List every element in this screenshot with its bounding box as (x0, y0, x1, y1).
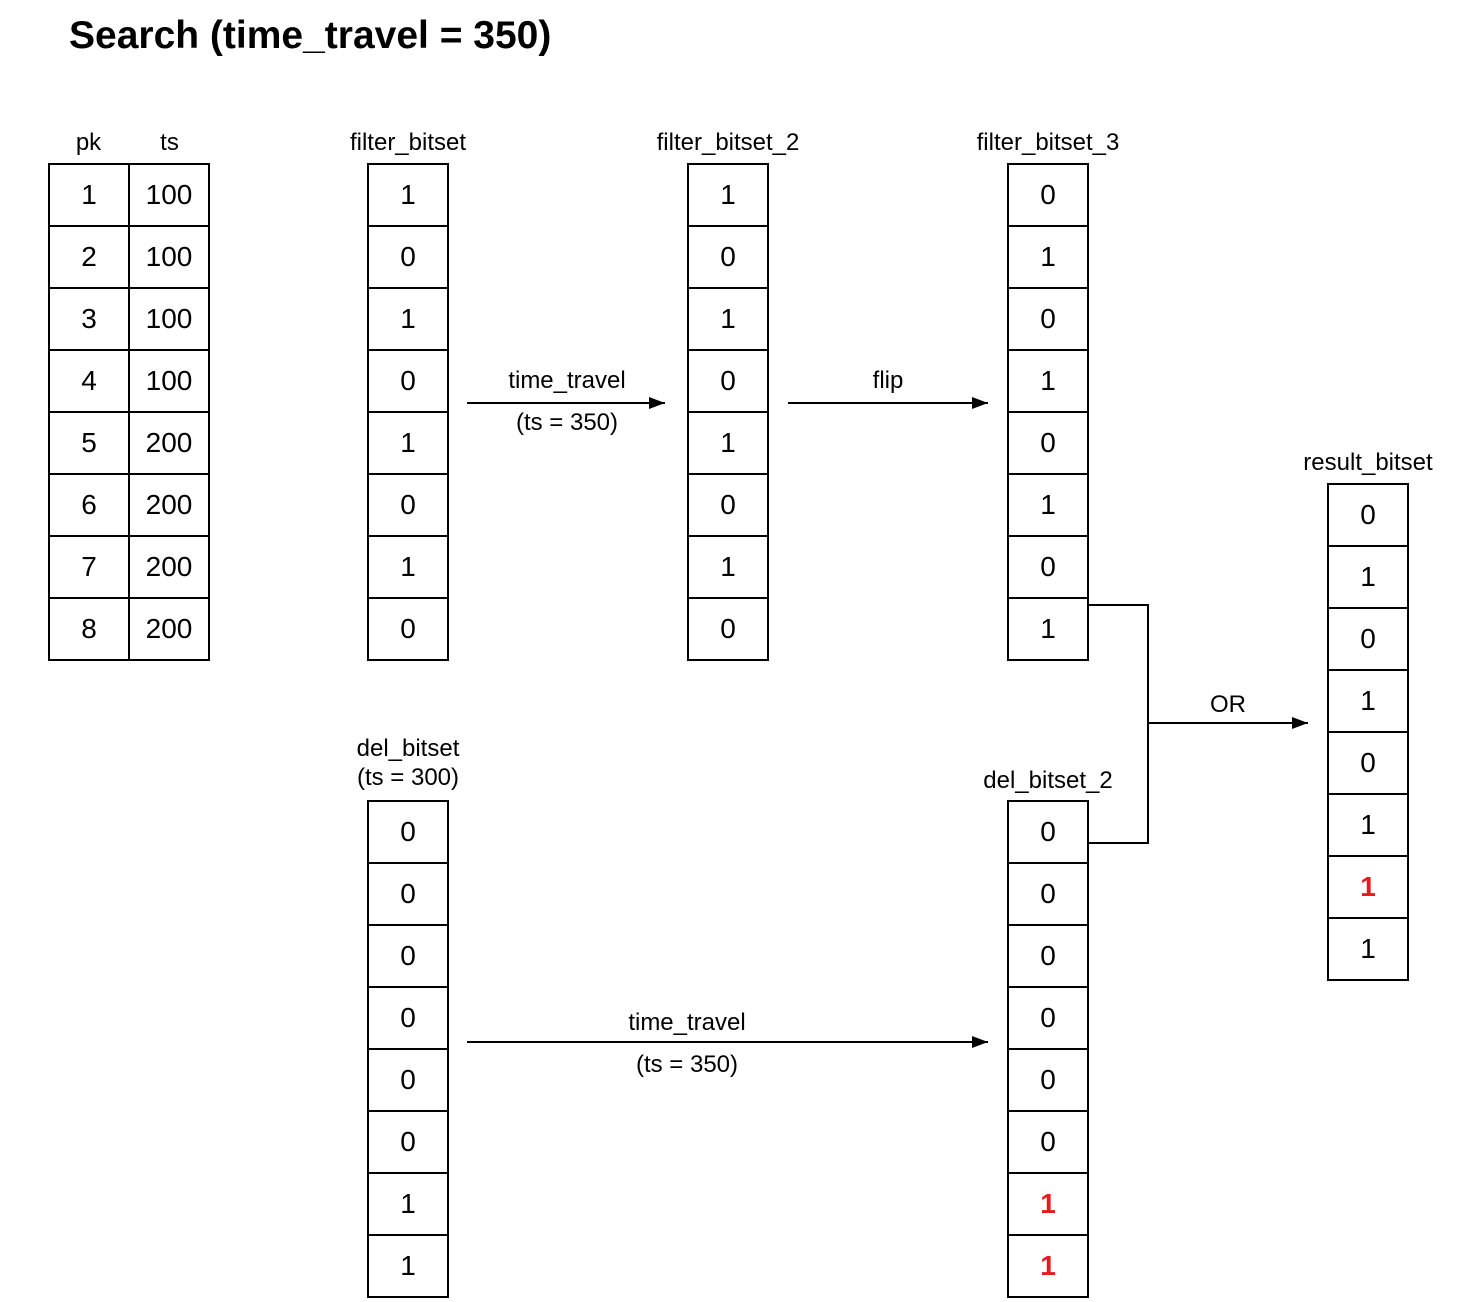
filter-bitset-2-label: filter_bitset_2 (656, 129, 800, 156)
table-cell: 5 (81, 427, 97, 458)
flip-arrow-label: flip (872, 367, 904, 394)
bitset-cell: 0 (1009, 1110, 1087, 1172)
bitset-cell: 0 (689, 349, 767, 411)
result-bitset-label: result_bitset (1303, 449, 1433, 476)
bitset-cell: 1 (400, 179, 416, 210)
bitset-cell: 0 (689, 597, 767, 659)
table-cell: 1 (81, 179, 97, 210)
table-row: 6 200 (50, 473, 208, 535)
del-bitset-2-column: 0 0 0 0 0 0 1 1 (1007, 800, 1089, 1298)
table-cell: 100 (128, 289, 208, 349)
table-cell: 4 (81, 365, 97, 396)
filter-bitset-2-column: 1 0 1 0 1 0 1 0 (687, 163, 769, 661)
table-row: 2 100 (50, 225, 208, 287)
bitset-cell: 0 (1360, 499, 1376, 530)
page-title: Search (time_travel = 350) (69, 14, 552, 57)
table-cell: 200 (128, 475, 208, 535)
ts-column-header: ts (160, 129, 179, 156)
pk-column-header: pk (75, 129, 102, 156)
bitset-cell: 0 (400, 816, 416, 847)
time-travel-arrow-sublabel-bottom: (ts = 350) (635, 1051, 739, 1078)
del-bitset-label: del_bitset (ts = 300) (308, 734, 508, 792)
bitset-cell: 1 (1009, 225, 1087, 287)
bitset-cell: 1 (1009, 597, 1087, 659)
time-travel-arrow-label-bottom: time_travel (628, 1009, 746, 1036)
del-bitset-label-line2: (ts = 300) (356, 764, 460, 791)
table-cell: 6 (81, 489, 97, 520)
bitset-cell: 0 (1040, 816, 1056, 847)
bitset-cell: 1 (369, 1172, 447, 1234)
bitset-cell: 0 (1040, 179, 1056, 210)
bitset-cell: 0 (369, 1110, 447, 1172)
table-cell: 200 (128, 537, 208, 597)
bitset-cell: 1 (1009, 473, 1087, 535)
result-bitset-column: 0 1 0 1 0 1 1 1 (1327, 483, 1409, 981)
bitset-cell: 0 (689, 225, 767, 287)
bitset-cell: 0 (369, 349, 447, 411)
table-row: 4 100 (50, 349, 208, 411)
del-bitset-label-line1: del_bitset (356, 735, 460, 762)
bitset-cell: 1 (1329, 669, 1407, 731)
bitset-cell: 1 (1329, 855, 1407, 917)
bitset-cell: 0 (369, 986, 447, 1048)
bitset-cell: 0 (369, 862, 447, 924)
bitset-cell: 1 (689, 535, 767, 597)
del-bitset-column: 0 0 0 0 0 0 1 1 (367, 800, 449, 1298)
table-row: 8 200 (50, 597, 208, 659)
del-bitset-2-label: del_bitset_2 (983, 767, 1113, 794)
table-row: 7 200 (50, 535, 208, 597)
or-arrow-label: OR (1210, 691, 1246, 718)
bitset-cell: 0 (689, 473, 767, 535)
table-cell: 100 (128, 227, 208, 287)
table-cell: 3 (81, 303, 97, 334)
bitset-cell: 0 (1009, 411, 1087, 473)
bitset-cell: 1 (1009, 1234, 1087, 1296)
filter-bitset-3-label: filter_bitset_3 (976, 129, 1120, 156)
table-cell: 8 (81, 613, 97, 644)
bitset-cell: 0 (369, 597, 447, 659)
table-cell: 100 (128, 165, 208, 225)
records-table: 1 100 2 100 3 100 4 100 5 200 6 200 7 200 8 200 (48, 163, 210, 661)
bitset-cell: 1 (369, 287, 447, 349)
bitset-cell: 0 (1009, 535, 1087, 597)
bitset-cell: 1 (369, 411, 447, 473)
bitset-cell: 1 (1009, 1172, 1087, 1234)
bitset-cell: 0 (369, 924, 447, 986)
table-cell: 200 (128, 413, 208, 473)
bitset-cell: 1 (689, 411, 767, 473)
bitset-cell: 1 (1329, 917, 1407, 979)
time-travel-arrow-label: time_travel (508, 367, 626, 394)
filter-bitset-column: 1 0 1 0 1 0 1 0 (367, 163, 449, 661)
table-cell: 200 (128, 599, 208, 659)
bitset-cell: 1 (369, 535, 447, 597)
bitset-cell: 0 (369, 1048, 447, 1110)
table-row: 1 100 (50, 165, 208, 225)
table-cell: 100 (128, 351, 208, 411)
bitset-cell: 0 (1009, 986, 1087, 1048)
bitset-cell: 1 (689, 287, 767, 349)
bitset-cell: 1 (1329, 545, 1407, 607)
bitset-cell: 0 (1009, 924, 1087, 986)
bitset-cell: 0 (1009, 287, 1087, 349)
filter-bitset-3-column: 0 1 0 1 0 1 0 1 (1007, 163, 1089, 661)
table-row: 3 100 (50, 287, 208, 349)
bitset-cell: 0 (1329, 607, 1407, 669)
bitset-cell: 1 (720, 179, 736, 210)
records-table-header: pk ts (48, 129, 210, 157)
bitset-cell: 1 (1009, 349, 1087, 411)
bitset-cell: 0 (369, 473, 447, 535)
bitset-cell: 1 (369, 1234, 447, 1296)
filter-bitset-label: filter_bitset (349, 129, 467, 156)
bitset-cell: 0 (1009, 1048, 1087, 1110)
bitset-cell: 0 (1009, 862, 1087, 924)
bitset-cell: 0 (369, 225, 447, 287)
table-row: 5 200 (50, 411, 208, 473)
bitset-cell: 1 (1329, 793, 1407, 855)
bitset-cell: 0 (1329, 731, 1407, 793)
time-travel-arrow-sublabel: (ts = 350) (515, 409, 619, 436)
or-junction-connector (1086, 604, 1149, 844)
table-cell: 2 (81, 241, 97, 272)
table-cell: 7 (81, 551, 97, 582)
